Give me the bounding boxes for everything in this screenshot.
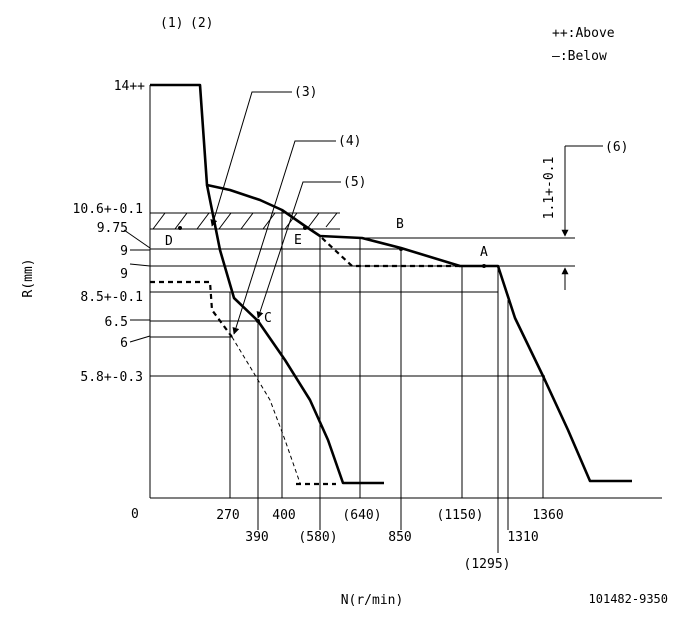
y-tick-label: 9	[120, 244, 128, 259]
characteristic-droop-curve	[205, 184, 384, 485]
y-tick-label: 6	[120, 336, 128, 351]
x-tick-label: 1360	[532, 508, 563, 523]
x-tick-label: 400	[272, 508, 295, 523]
y-tick-label: 9.75	[97, 221, 128, 236]
x-tick-label: (1295)	[464, 557, 511, 572]
y-tick-label: 14++	[114, 79, 145, 94]
y-leader	[123, 229, 151, 249]
x-tick-label: (640)	[342, 508, 381, 523]
characteristic-upper-curve	[150, 83, 632, 483]
point-e-label: E	[294, 233, 302, 248]
callout-3-leader	[210, 91, 292, 227]
point-c-marker	[256, 319, 260, 323]
x-tick-label: (1150)	[437, 508, 484, 523]
point-e-marker	[303, 226, 307, 230]
point-c-label: C	[264, 311, 272, 326]
point-d-marker	[178, 226, 182, 230]
dimension-label: 1.1+-0.1	[542, 157, 557, 220]
origin-label: 0	[131, 507, 139, 522]
y-tick-label: 8.5+-0.1	[80, 290, 143, 305]
legend-below: —:Below	[552, 49, 607, 64]
point-d-label: D	[165, 234, 173, 249]
point-b-label: B	[396, 217, 404, 232]
x-tick-label: 1310	[507, 530, 538, 545]
point-a-marker	[482, 264, 486, 268]
y-leader	[129, 335, 151, 343]
x-tick-label: 850	[388, 530, 411, 545]
ref-2-label: (2)	[190, 16, 213, 31]
callout-4-label: (4)	[338, 134, 361, 149]
characteristic-lower-thin-dashed	[231, 336, 301, 484]
y-axis-title: R(mm)	[21, 258, 36, 297]
y-tick-label: 9	[120, 267, 128, 282]
callout-4-leader	[232, 140, 336, 335]
point-a-label: A	[480, 245, 488, 260]
callout-6-label: (6)	[605, 140, 628, 155]
y-tick-label: 6.5	[105, 315, 128, 330]
callout-3-label: (3)	[294, 85, 317, 100]
x-tick-label: 390	[245, 530, 268, 545]
y-tick-label: 5.8+-0.3	[80, 370, 143, 385]
legend-above: ++:Above	[552, 26, 615, 41]
x-axis-title: N(r/min)	[341, 593, 404, 608]
x-tick-label: (580)	[298, 530, 337, 545]
y-tick-label: 10.6+-0.1	[73, 202, 143, 217]
callout-5-label: (5)	[343, 175, 366, 190]
hatched-tolerance-band	[152, 212, 338, 230]
characteristic-mid-dashed	[321, 237, 462, 268]
callout-5-leader	[256, 181, 341, 319]
characteristic-lower-dashed	[150, 280, 233, 338]
ref-1-label: (1)	[160, 16, 183, 31]
point-b-marker	[399, 247, 403, 251]
drawing-number: 101482-9350	[589, 592, 668, 606]
y-leader	[129, 263, 151, 267]
x-tick-label: 270	[216, 508, 239, 523]
